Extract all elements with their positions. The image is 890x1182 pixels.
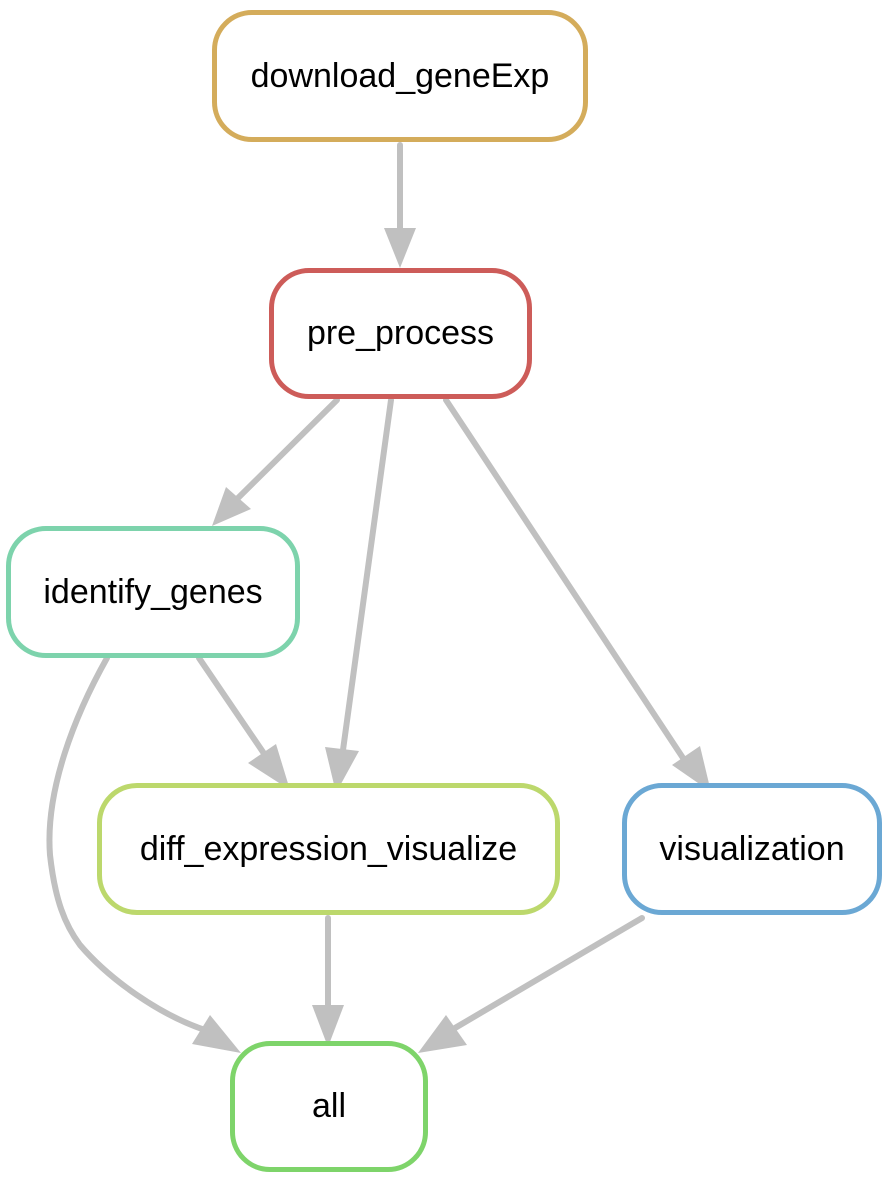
node-visualization: visualization <box>622 783 882 915</box>
node-label: pre_process <box>306 314 495 352</box>
node-pre-process: pre_process <box>269 268 532 399</box>
node-label: download_geneExp <box>250 56 550 95</box>
node-all: all <box>230 1041 428 1172</box>
arrowhead-identify_genes <box>212 487 251 526</box>
arrowhead-all-from-diff <box>312 1005 344 1047</box>
edge-pre_process-to-identify_genes <box>233 397 340 503</box>
arrowhead-all-from-visualization <box>418 1015 467 1053</box>
node-download-geneexp: download_geneExp <box>212 10 588 142</box>
arrowhead-pre_process <box>384 228 416 268</box>
arrowhead-all-from-identify_genes <box>192 1015 241 1053</box>
arrowhead-diff-from-identify_genes <box>248 744 290 790</box>
node-identify-genes: identify_genes <box>6 526 300 658</box>
arrowhead-diff-from-pre_process <box>325 747 359 793</box>
node-label: all <box>311 1087 347 1125</box>
edge-visualization-to-all <box>452 915 645 1031</box>
arrowhead-visualization <box>672 746 711 792</box>
node-label: diff_expression_visualize <box>139 829 518 868</box>
node-diff-expression-visualize: diff_expression_visualize <box>97 783 560 915</box>
node-label: identify_genes <box>43 572 263 611</box>
node-label: visualization <box>659 829 845 868</box>
edge-pre_process-to-diff_expression_visualize <box>340 397 394 753</box>
edge-pre_process-to-visualization <box>443 397 686 761</box>
edge-identify_genes-to-diff_expression_visualize <box>196 655 268 758</box>
edge-identify_genes-to-all <box>46 655 208 1033</box>
